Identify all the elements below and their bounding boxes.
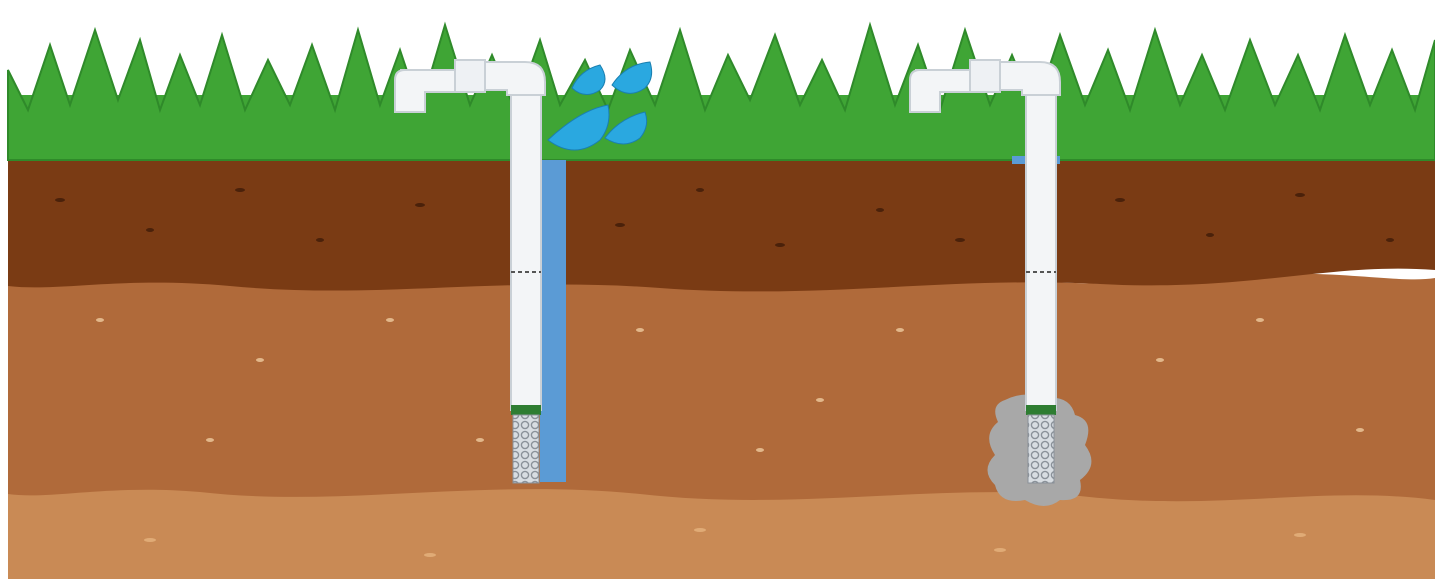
pipe-elbow: [989, 61, 1061, 96]
pipe-riser: [1025, 89, 1057, 411]
topsoil-layer: [8, 158, 1435, 292]
pipe-outlet-elbow: [394, 69, 456, 113]
pipe-riser: [510, 89, 542, 411]
subsoil-layer: [8, 273, 1435, 502]
pipe-band: [1026, 405, 1056, 415]
pipe-coupling: [454, 59, 486, 93]
pipe-elbow: [474, 61, 546, 96]
grass-blades: [7, 21, 1435, 161]
right-drain-pipe: [909, 59, 1092, 506]
water-drop-icon: [547, 61, 653, 151]
topsoil-speckles: [55, 188, 1394, 247]
water-channel: [540, 160, 566, 482]
soil-layers: [8, 158, 1435, 579]
pipe-band: [511, 405, 541, 415]
deep-soil-speckles: [144, 528, 1306, 557]
grass-layer: [7, 21, 1435, 161]
pipe-coupling: [969, 59, 1001, 93]
pipe-screen: [512, 414, 540, 484]
pipe-outlet-elbow: [909, 69, 971, 113]
left-drain-pipe: [394, 59, 566, 484]
subsoil-speckles: [96, 318, 1364, 452]
pipe-screen: [1027, 414, 1055, 484]
